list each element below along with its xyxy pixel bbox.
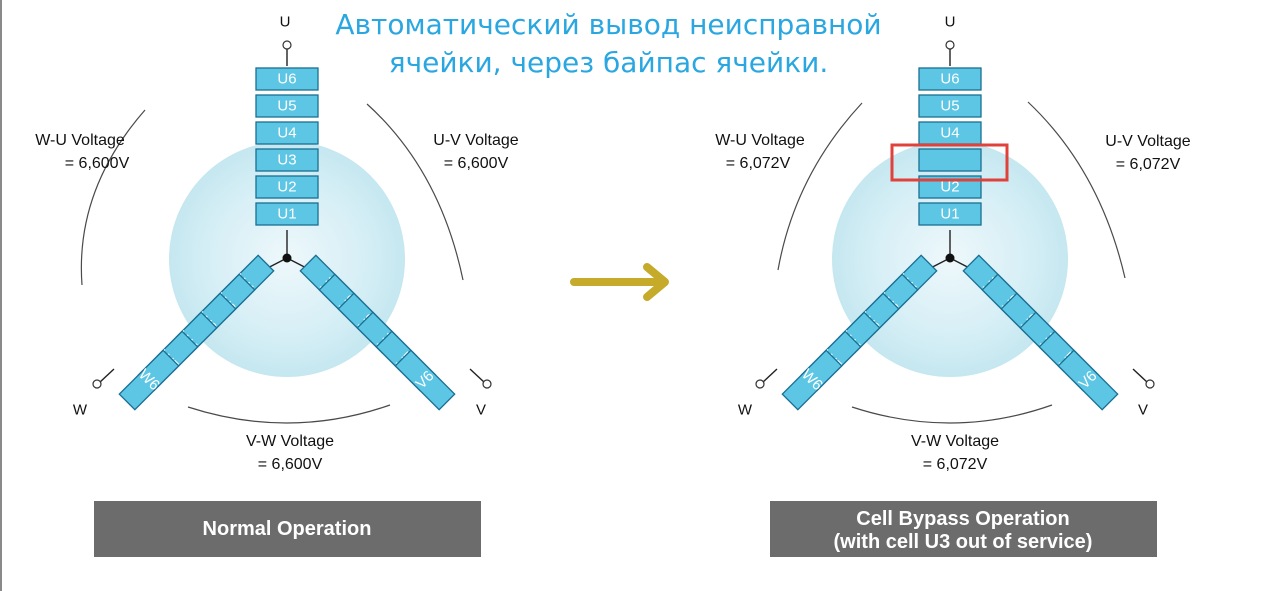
w-terminal-label: W [738, 402, 753, 419]
wu-voltage-value: = 6,072V [726, 155, 791, 172]
left-edge-line [0, 0, 2, 591]
svg-text:Normal Operation: Normal Operation [203, 518, 372, 540]
svg-text:U5: U5 [940, 98, 959, 115]
vw-voltage-value: = 6,600V [258, 456, 323, 473]
svg-text:U4: U4 [277, 125, 296, 142]
v-wire [1132, 368, 1149, 384]
svg-text:U6: U6 [277, 71, 296, 88]
v-terminal-label: V [476, 402, 486, 419]
uv-arc [366, 103, 464, 281]
wu-voltage-value: = 6,600V [65, 155, 130, 172]
page-title: Автоматический вывод неисправной ячейки,… [296, 6, 921, 82]
bypass-operation-diagram: U W V U6 U5 U4 U2 U1 W1 W2 W3 W4 W5 W6 V… [715, 14, 1191, 557]
vw-arc [187, 404, 391, 424]
cell-u4: U4 [255, 121, 319, 145]
w-wire [98, 368, 115, 384]
svg-text:U3: U3 [277, 152, 296, 169]
wu-arc [80, 109, 146, 286]
cell-u5: U5 [255, 94, 319, 118]
title-line-2: ячейки, через байпас ячейки. [388, 46, 829, 79]
wu-voltage-label: W-U Voltage [715, 132, 805, 149]
wu-voltage-label: W-U Voltage [35, 132, 125, 149]
v-cell-stack: V1 V2 V3 V4 V5 V6 [299, 254, 456, 411]
uv-voltage-label: U-V Voltage [1105, 133, 1190, 150]
cell-u3-bypassed [918, 148, 982, 172]
u-terminal [282, 40, 292, 50]
w-cell-stack: W1 W2 W3 W4 W5 W6 [781, 254, 938, 411]
cell-u3: U3 [255, 148, 319, 172]
normal-operation-diagram: U W V U6 U5 U4 U3 U2 U1 W1 W2 W3 W4 W5 W… [35, 14, 519, 557]
cell-u4: U4 [918, 121, 982, 145]
w-cell-stack: W1 W2 W3 W4 W5 W6 [118, 254, 275, 411]
v-terminal-label: V [1138, 402, 1148, 419]
svg-text:U2: U2 [940, 179, 959, 196]
u-cell-stack: U6 U5 U4 U3 U2 U1 [255, 67, 319, 226]
cell-w6: W6 [781, 349, 843, 411]
u-terminal [945, 40, 955, 50]
svg-text:U1: U1 [277, 206, 296, 223]
cell-u1: U1 [255, 202, 319, 226]
uv-arc [1027, 101, 1126, 279]
u-terminal-label: U [945, 14, 956, 31]
uv-voltage-value: = 6,600V [444, 155, 509, 172]
v-terminal [1145, 379, 1155, 389]
svg-text:Cell Bypass Operation: Cell Bypass Operation [856, 508, 1069, 530]
svg-text:U6: U6 [940, 71, 959, 88]
w-terminal [755, 379, 765, 389]
bypass-operation-banner: Cell Bypass Operation (with cell U3 out … [770, 501, 1157, 557]
transition-arrow-icon [570, 263, 669, 301]
v-wire [469, 368, 486, 384]
svg-text:(with cell U3 out of service): (with cell U3 out of service) [834, 531, 1093, 553]
svg-text:U5: U5 [277, 98, 296, 115]
cell-u5: U5 [918, 94, 982, 118]
cell-v6: V6 [394, 349, 456, 411]
u-terminal-label: U [280, 14, 291, 31]
cell-u1: U1 [918, 202, 982, 226]
w-wire [761, 368, 778, 384]
w-terminal-label: W [73, 402, 88, 419]
cell-u6: U6 [255, 67, 319, 91]
vw-voltage-value: = 6,072V [923, 456, 988, 473]
cell-w6: W6 [118, 349, 180, 411]
wu-arc [777, 102, 863, 271]
vw-voltage-label: V-W Voltage [911, 433, 999, 450]
v-terminal [482, 379, 492, 389]
svg-text:U2: U2 [277, 179, 296, 196]
w-terminal [92, 379, 102, 389]
vw-arc [851, 404, 1053, 424]
neutral-point [282, 253, 292, 263]
cell-u6: U6 [918, 67, 982, 91]
cell-v6: V6 [1057, 349, 1119, 411]
neutral-point [945, 253, 955, 263]
title-line-1: Автоматический вывод неисправной [335, 8, 882, 41]
normal-operation-banner: Normal Operation [94, 501, 481, 557]
uv-voltage-value: = 6,072V [1116, 156, 1181, 173]
svg-text:U4: U4 [940, 125, 959, 142]
bypassed-cell-highlight [890, 143, 1009, 182]
uv-voltage-label: U-V Voltage [433, 132, 518, 149]
svg-text:U1: U1 [940, 206, 959, 223]
u-cell-stack: U6 U5 U4 U2 U1 [890, 67, 1009, 226]
vw-voltage-label: V-W Voltage [246, 433, 334, 450]
cell-u2: U2 [255, 175, 319, 199]
